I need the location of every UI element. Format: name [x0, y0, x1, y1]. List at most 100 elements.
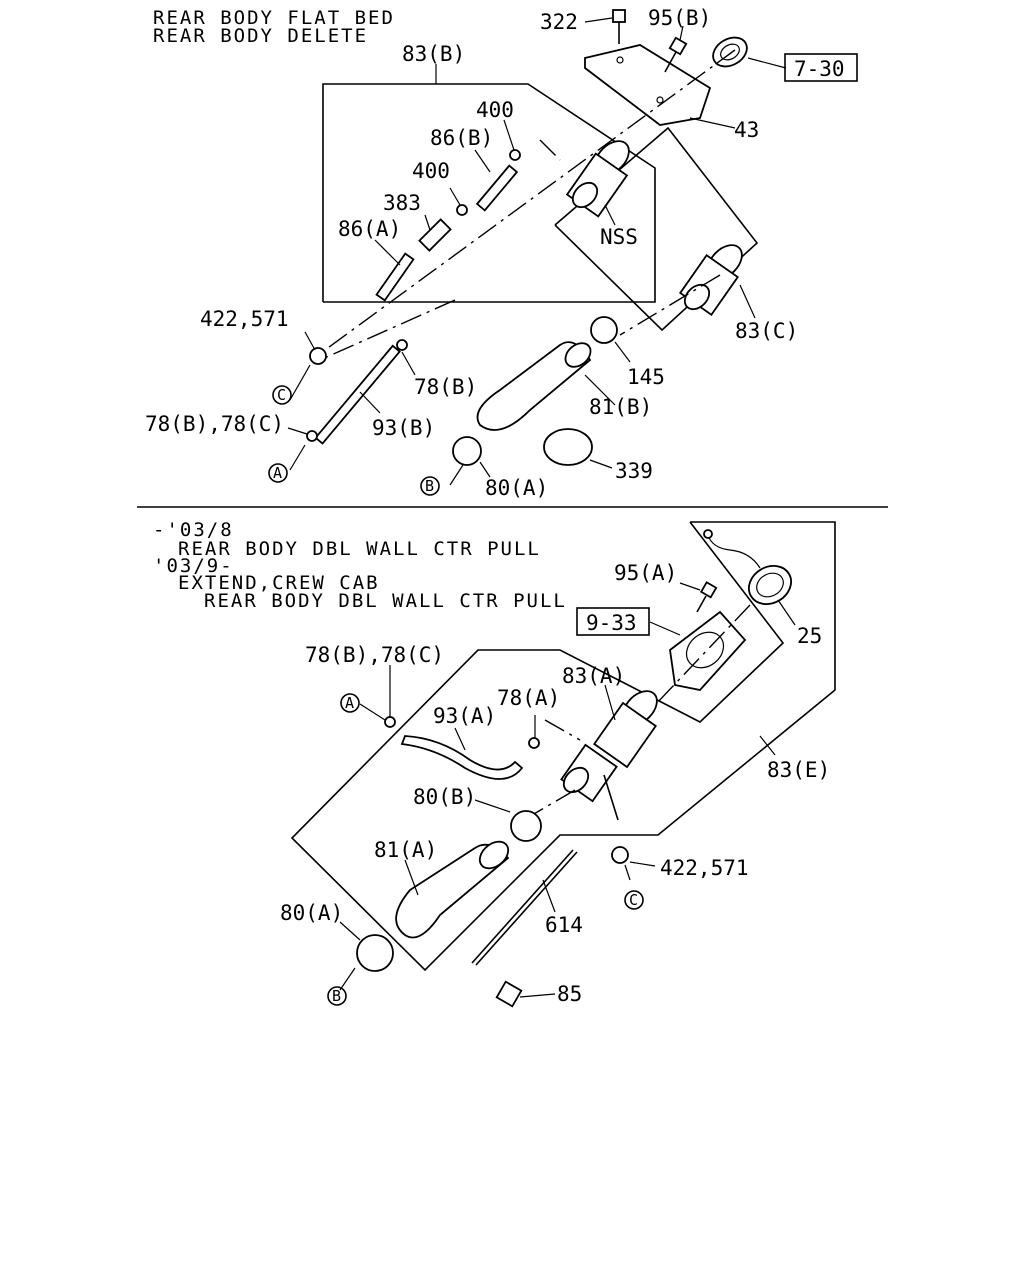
- label-145: 145: [627, 365, 665, 389]
- label-93a: 93(A): [433, 704, 496, 728]
- label-80a: 80(A): [280, 901, 343, 925]
- hose-86b: [475, 164, 519, 212]
- circle-label-b: B: [332, 987, 341, 1005]
- label-95b: 95(B): [648, 6, 711, 30]
- leader-lines-bottom: [339, 582, 796, 998]
- label-nss: NSS: [600, 225, 638, 249]
- fuel-cap: [712, 36, 748, 68]
- bottom-header-line-1: -'03/8: [153, 519, 234, 541]
- group-83e-boundary: [290, 521, 836, 972]
- fuel-cap-25: [703, 529, 792, 605]
- circle-marker-c: [624, 890, 644, 910]
- circle-label-a: A: [273, 464, 282, 482]
- tube-93a: [400, 735, 524, 780]
- label-95a: 95(A): [614, 561, 677, 585]
- label-80a: 80(A): [485, 476, 548, 500]
- circle-marker-b: [420, 476, 440, 496]
- label-86b: 86(B): [430, 126, 493, 150]
- label-78b-78c: 78(B),78(C): [145, 412, 284, 436]
- label-614: 614: [545, 913, 583, 937]
- label-400-lower: 400: [412, 159, 450, 183]
- label-ref-933: 9-33: [586, 611, 637, 635]
- circle-label-b: B: [425, 477, 434, 495]
- strap-339: [543, 428, 593, 466]
- clamp-80a: [452, 436, 482, 466]
- clip-400: [509, 149, 521, 161]
- bolt-95a: [696, 581, 718, 613]
- label-83a: 83(A): [562, 664, 625, 688]
- circle-marker-a: [268, 463, 288, 483]
- top-header-line-2: REAR BODY DELETE: [153, 25, 368, 47]
- hose-end: [478, 840, 510, 870]
- clip-78bc: [384, 716, 396, 728]
- bolt-85: [495, 980, 523, 1008]
- label-78b-78c: 78(B),78(C): [305, 643, 444, 667]
- filler-neck-83c: [678, 244, 743, 316]
- label-400-upper: 400: [476, 98, 514, 122]
- label-80b: 80(B): [413, 785, 476, 809]
- grommet-422: [611, 846, 629, 864]
- bracket-hole: [656, 96, 664, 104]
- clip-400: [456, 204, 468, 216]
- clamp-145: [590, 316, 618, 344]
- leader-lines-top: [287, 17, 787, 486]
- label-43: 43: [734, 118, 759, 142]
- bottom-header-line-2: REAR BODY DBL WALL CTR PULL: [178, 538, 541, 560]
- bottom-header-line-3: '03/9-: [153, 555, 234, 577]
- label-78b: 78(B): [414, 375, 477, 399]
- center-line: [619, 274, 721, 336]
- center-line: [539, 139, 561, 161]
- grommet-422: [309, 347, 327, 365]
- filler-neck-nss: [565, 140, 630, 218]
- clip-78a: [528, 737, 540, 749]
- circle-label-c: C: [277, 386, 286, 404]
- label-83b: 83(B): [402, 42, 465, 66]
- housing-9-33: [669, 610, 747, 691]
- clip-78bc: [306, 430, 318, 442]
- label-78a: 78(A): [497, 686, 560, 710]
- circle-marker-c: [272, 385, 292, 405]
- center-line: [654, 604, 751, 706]
- bottom-header-line-4: EXTEND,CREW CAB: [178, 572, 380, 594]
- filler-neck-83a: [560, 690, 658, 803]
- bolt-322: [612, 9, 626, 44]
- clip-78b: [396, 339, 408, 351]
- center-line: [319, 299, 456, 361]
- circle-marker-b: [327, 986, 347, 1006]
- label-81b: 81(B): [589, 395, 652, 419]
- center-line: [324, 49, 736, 351]
- group-83b-boundary: [322, 83, 656, 303]
- bracket-hole: [616, 56, 624, 64]
- ground-wire: [603, 774, 619, 821]
- label-83c: 83(C): [735, 319, 798, 343]
- label-339: 339: [615, 459, 653, 483]
- top-section: REAR BODY FLAT BED REAR BODY DELETE: [145, 6, 858, 500]
- circle-marker-a: [340, 693, 360, 713]
- bolt-95b: [664, 36, 688, 73]
- bottom-section: -'03/8 REAR BODY DBL WALL CTR PULL '03/9…: [153, 519, 836, 1008]
- label-81a: 81(A): [374, 838, 437, 862]
- label-322: 322: [540, 10, 578, 34]
- clamp-80b: [510, 810, 542, 842]
- tube-93b: [314, 344, 401, 445]
- valve-383: [418, 218, 452, 252]
- label-93b: 93(B): [372, 416, 435, 440]
- circle-label-c: C: [629, 891, 638, 909]
- hose-81b: [476, 341, 592, 431]
- hose-86a: [375, 252, 415, 302]
- hose-end: [564, 342, 592, 368]
- top-header-line-1: REAR BODY FLAT BED: [153, 7, 395, 29]
- drain-614-edge: [475, 851, 578, 966]
- clamp-80a: [356, 934, 394, 972]
- drain-614: [471, 849, 574, 964]
- bracket-43: [584, 44, 712, 126]
- group-83c-boundary: [554, 126, 759, 332]
- circle-label-a: A: [345, 694, 354, 712]
- ref-box-730: [784, 53, 858, 82]
- label-422-571: 422,571: [200, 307, 289, 331]
- label-383: 383: [383, 191, 421, 215]
- bottom-header-line-5: REAR BODY DBL WALL CTR PULL: [204, 590, 567, 612]
- ref-box-933: [576, 607, 650, 636]
- center-line: [544, 719, 581, 741]
